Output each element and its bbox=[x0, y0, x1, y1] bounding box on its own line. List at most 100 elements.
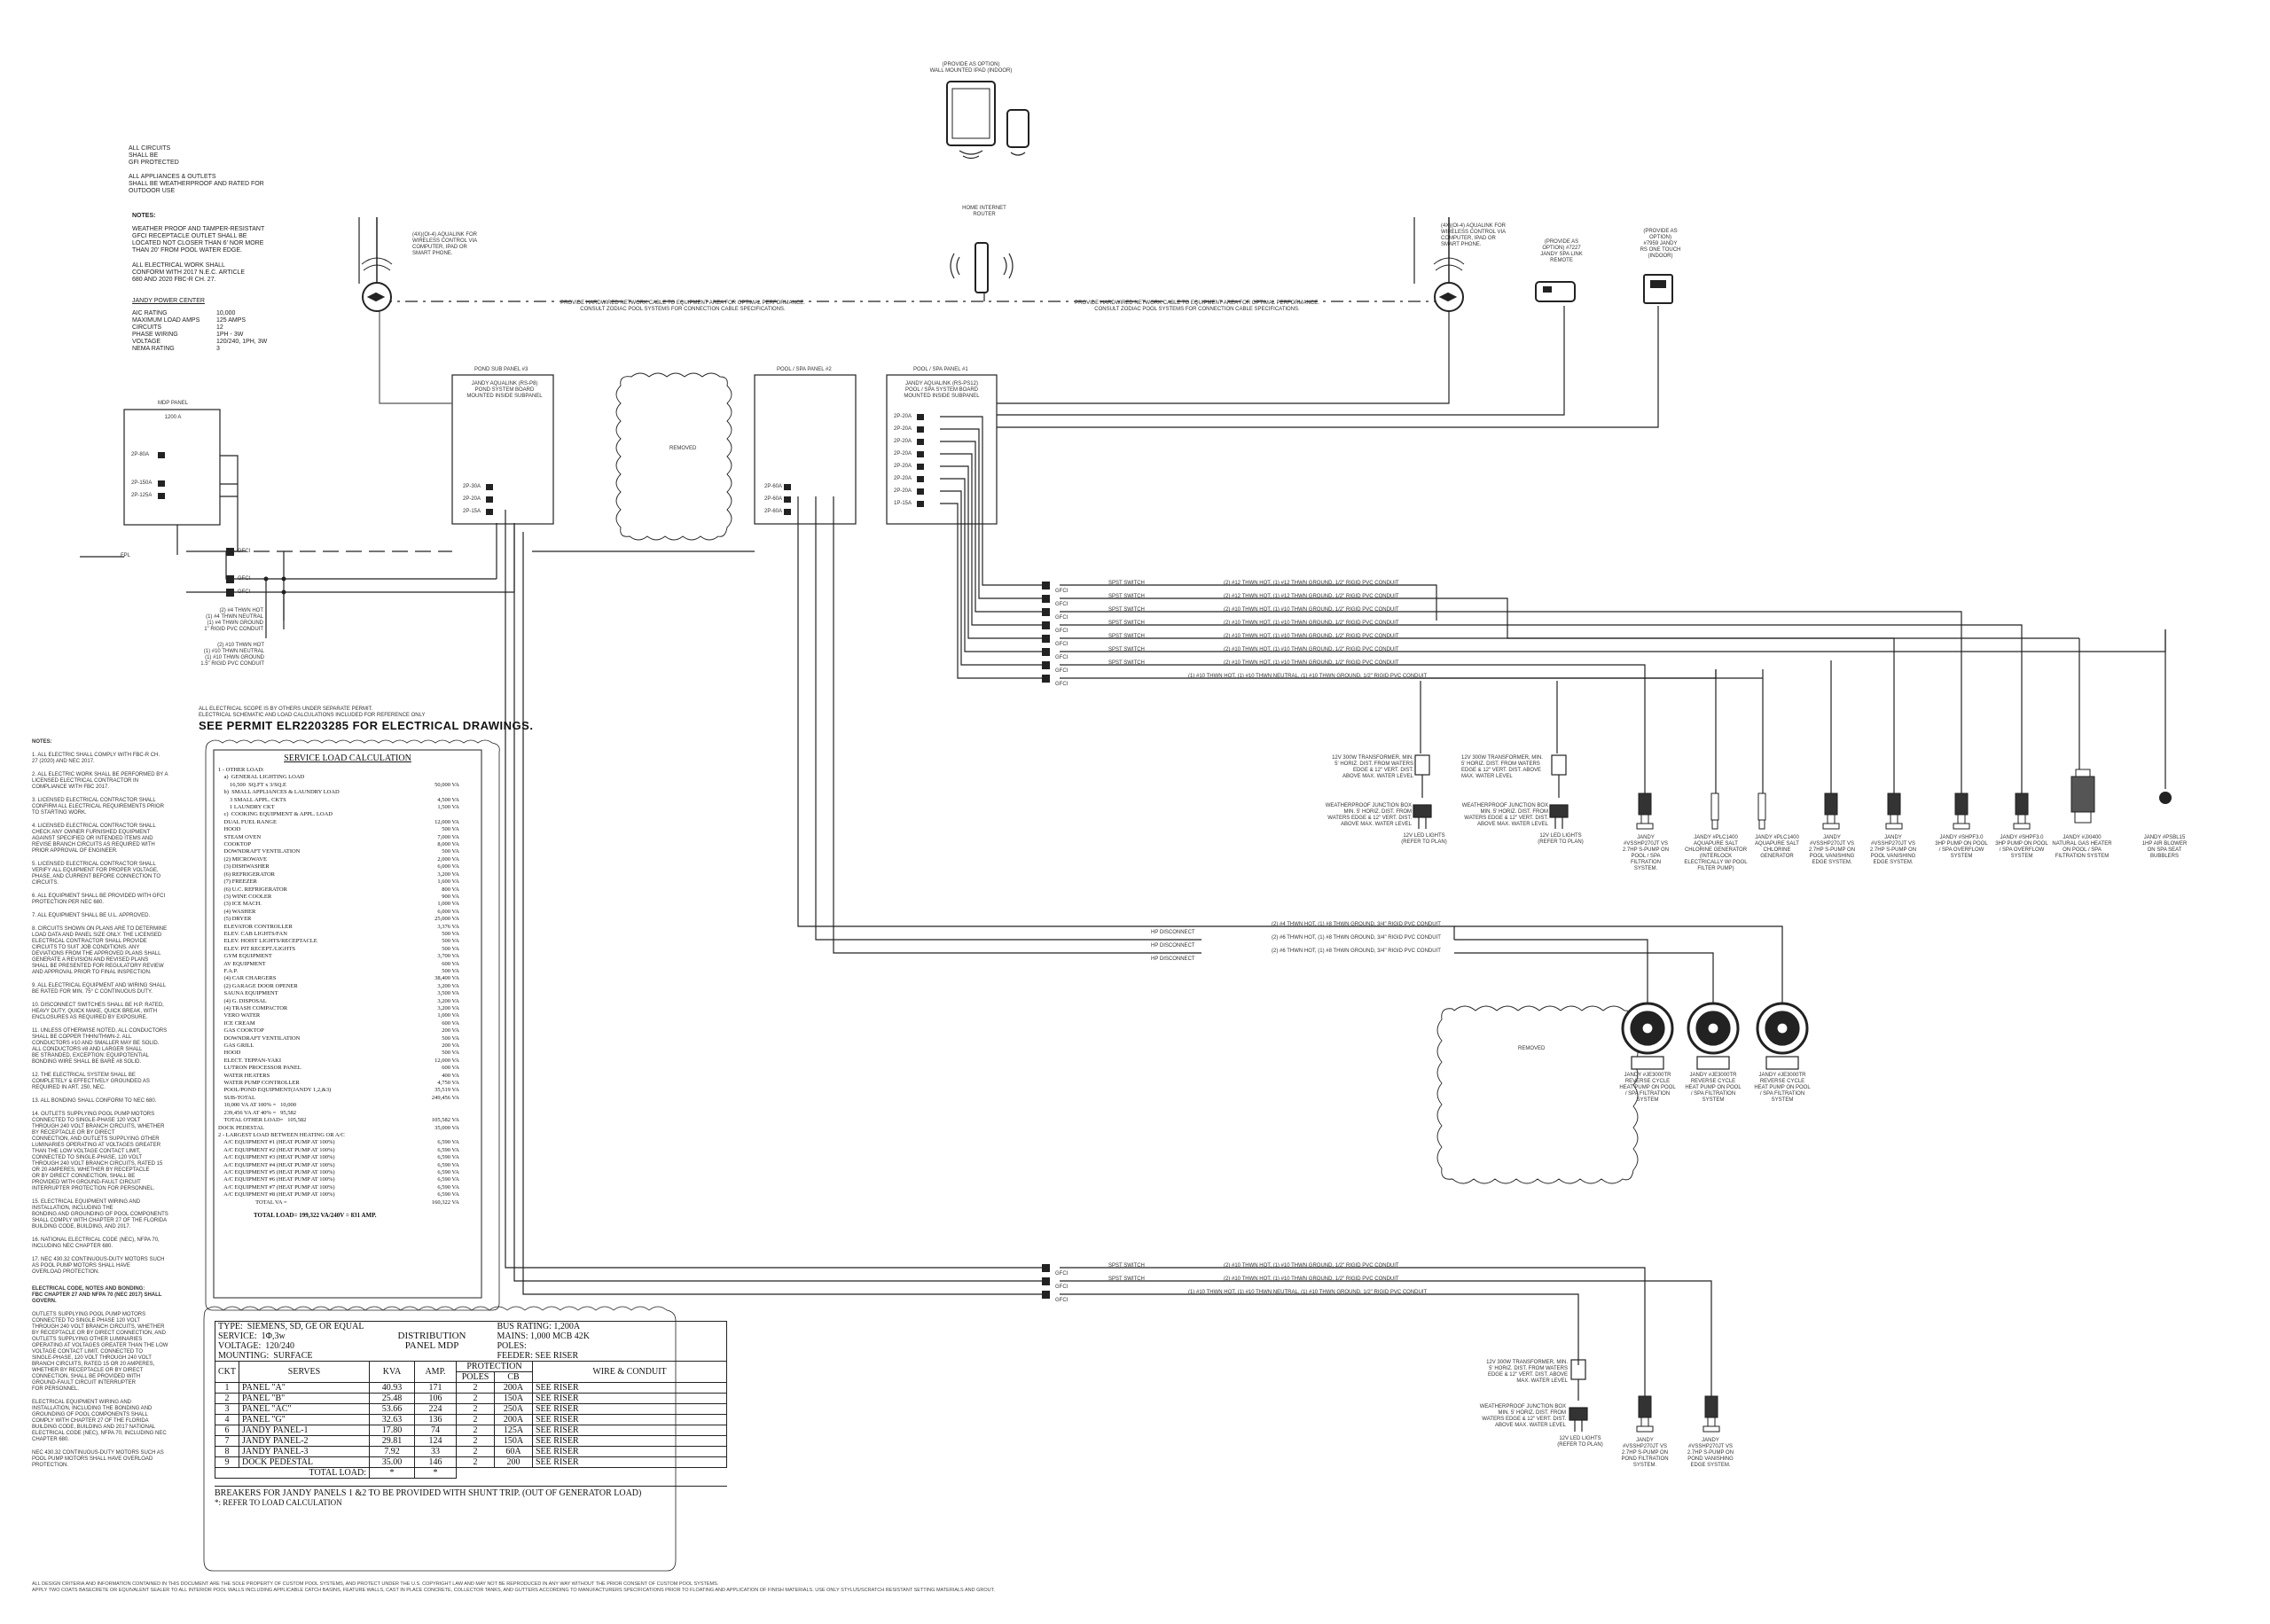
load-item: GYM EQUIPMENT bbox=[218, 953, 272, 960]
gfi-note: ALL CIRCUITS SHALL BE GFI PROTECTED bbox=[129, 145, 179, 166]
load-item: (4) TRASH COMPACTOR bbox=[218, 1005, 288, 1011]
service-label: SERVICE: bbox=[218, 1331, 257, 1341]
load-item: SAUNA EQUIPMENT bbox=[218, 990, 278, 997]
wire-cell: SEE RISER bbox=[532, 1446, 727, 1457]
load-item: DOWNDRAFT VENTILATION bbox=[218, 1035, 301, 1042]
heat-pump-label: JANDY #JE3000TR REVERSE CYCLE HEAT PUMP … bbox=[1754, 1073, 1811, 1103]
load-value: 6,590 VA bbox=[437, 1161, 459, 1168]
network-note-right: PROVIDE HARDWIRED NETWORK CABLE TO EQUIP… bbox=[1075, 301, 1319, 312]
load-row: 10,000 VA AT 100% = 10,000 bbox=[218, 1102, 477, 1109]
wire-spec: (2) #10 THWN HOT, (1) #10 THWN GROUND, 1… bbox=[1224, 607, 1399, 613]
load-item: (3) ICE MACH. bbox=[218, 901, 262, 908]
serves-cell: DOCK PEDESTAL bbox=[239, 1456, 370, 1468]
code-notes-title: ELECTRICAL CODE, NOTES AND BONDING: FBC … bbox=[32, 1286, 162, 1304]
note-item: 15. ELECTRICAL EQUIPMENT WIRING AND INST… bbox=[32, 1199, 168, 1230]
wire-cell: SEE RISER bbox=[532, 1414, 727, 1425]
load-item: (2) MICROWAVE bbox=[218, 855, 267, 863]
wire-cell: SEE RISER bbox=[532, 1382, 727, 1394]
pool2-breaker-1: 2P-60A bbox=[764, 484, 783, 489]
load-value: 500 VA bbox=[442, 848, 459, 855]
serves-cell: JANDY PANEL-2 bbox=[239, 1435, 370, 1447]
pond-panel-heading: POND SUB PANEL #3 bbox=[474, 367, 528, 372]
pool1-breaker-5: 2P-20A bbox=[894, 464, 912, 469]
heat-pump-label: JANDY #JE3000TR REVERSE CYCLE HEAT PUMP … bbox=[1619, 1073, 1676, 1103]
distribution-title: DISTRIBUTION bbox=[397, 1331, 466, 1341]
load-value: 25,000 VA bbox=[434, 916, 459, 923]
load-item: HOOD bbox=[218, 826, 241, 833]
load-value bbox=[459, 1102, 477, 1109]
cb-cell: 125A bbox=[494, 1425, 533, 1436]
load-value: 200 VA bbox=[442, 1027, 459, 1035]
hp-disconnect-tag: HP DISCONNECT bbox=[1151, 930, 1195, 935]
load-item: b) SMALL APPLIANCES & LAUNDRY LOAD bbox=[218, 789, 340, 796]
load-value: 6,590 VA bbox=[437, 1154, 459, 1161]
pond-breaker-1: 2P-30A bbox=[463, 484, 481, 489]
cb-cell: 60A bbox=[494, 1446, 533, 1457]
load-value: 38,400 VA bbox=[434, 975, 459, 982]
junction-box-2-label: WEATHERPROOF JUNCTION BOX MIN. 5' HORIZ.… bbox=[1461, 803, 1548, 827]
serves-cell: PANEL "B" bbox=[239, 1393, 370, 1404]
load-value: 35,000 VA bbox=[434, 1124, 459, 1131]
equipment-label: JANDY #VSSHP270JT VS 2.7HP S-PUMP ON POO… bbox=[1808, 835, 1856, 865]
load-value: 900 VA bbox=[442, 893, 459, 900]
load-item: (4) CAR CHARGERS bbox=[218, 975, 277, 982]
code-note: ALL ELECTRICAL WORK SHALL CONFORM WITH 2… bbox=[132, 262, 246, 283]
load-item: ELEV. PIT RECEPT./LIGHTS bbox=[218, 945, 296, 952]
load-item: 2 - LARGEST LOAD BETWEEN HEATING OR A/C bbox=[218, 1131, 345, 1138]
gfci-feeder-3: GFCI bbox=[238, 589, 251, 595]
amp-cell: 33 bbox=[414, 1446, 457, 1457]
load-value: 1,000 VA bbox=[437, 901, 459, 908]
load-value: 105,582 VA bbox=[431, 1117, 459, 1124]
load-item: A/C EQUIPMENT #5 (HEAT PUMP AT 100%) bbox=[218, 1168, 335, 1175]
router-label: HOME INTERNET ROUTER bbox=[962, 206, 1006, 217]
pool1-breaker-1: 2P-20A bbox=[894, 414, 912, 419]
service-load-calculation: SERVICE LOAD CALCULATION 1 - OTHER LOAD:… bbox=[218, 753, 477, 1219]
pool2-breaker-2: 2P-60A bbox=[764, 496, 783, 502]
amp-cell: 74 bbox=[414, 1425, 457, 1436]
load-row: A/C EQUIPMENT #7 (HEAT PUMP AT 100%)6,59… bbox=[218, 1184, 477, 1191]
equipment-label: JANDY #PSBL15 1HP AIR BLOWER ON SPA SEAT… bbox=[2141, 835, 2188, 859]
load-item: 16,500 SQ.FT x 3/SQ.E bbox=[218, 781, 286, 788]
load-item: (4) G. DISPOSAL bbox=[218, 997, 267, 1004]
switch-label: SPST SWITCH bbox=[1108, 1263, 1145, 1269]
load-value: 12,000 VA bbox=[434, 1057, 459, 1064]
note-item: 17. NEC 430.32 CONTINUOUS-DUTY MOTORS SU… bbox=[32, 1257, 165, 1275]
load-item: 1 LAUNDRY CKT bbox=[218, 804, 275, 811]
note-item: 14. OUTLETS SUPPLYING POOL PUMP MOTORS C… bbox=[32, 1112, 165, 1191]
load-item: TOTAL VA = bbox=[218, 1198, 287, 1206]
ckt-cell: 2 bbox=[215, 1393, 239, 1404]
load-row: (4) CAR CHARGERS 38,400 VA bbox=[218, 975, 477, 982]
pool1-breaker-7: 2P-20A bbox=[894, 488, 912, 494]
mounting-value: SURFACE bbox=[273, 1351, 313, 1361]
serves-cell: PANEL "G" bbox=[239, 1414, 370, 1425]
hp-wire-spec: (2) #4 THWN HOT, (1) #8 THWN GROUND, 3/4… bbox=[1272, 922, 1441, 927]
load-calc-reference: *: REFER TO LOAD CALCULATION bbox=[215, 1498, 342, 1507]
serves-cell: PANEL "AC" bbox=[239, 1403, 370, 1415]
poles-cell: 2 bbox=[456, 1425, 495, 1436]
load-item: VERO WATER bbox=[218, 1012, 261, 1019]
feeder-conduit-1: (2) #4 THWN HOT (1) #4 THWN NEUTRAL (1) … bbox=[204, 608, 263, 632]
header-protection: PROTECTION bbox=[456, 1361, 533, 1372]
pool1-breaker-8: 1P-15A bbox=[894, 501, 912, 506]
load-item: DOWNDRAFT VENTILATION bbox=[218, 848, 301, 855]
switch-label: SPST SWITCH bbox=[1108, 647, 1145, 652]
load-value: 249,456 VA bbox=[431, 1094, 459, 1101]
load-value: 6,590 VA bbox=[437, 1139, 459, 1146]
pond-breaker-3: 2P-15A bbox=[463, 509, 481, 514]
phone-icon bbox=[1006, 109, 1029, 148]
pool-panel-2-box bbox=[754, 374, 857, 525]
amp-cell: 124 bbox=[414, 1435, 457, 1447]
gfci-tag: GFCI bbox=[1055, 655, 1068, 660]
